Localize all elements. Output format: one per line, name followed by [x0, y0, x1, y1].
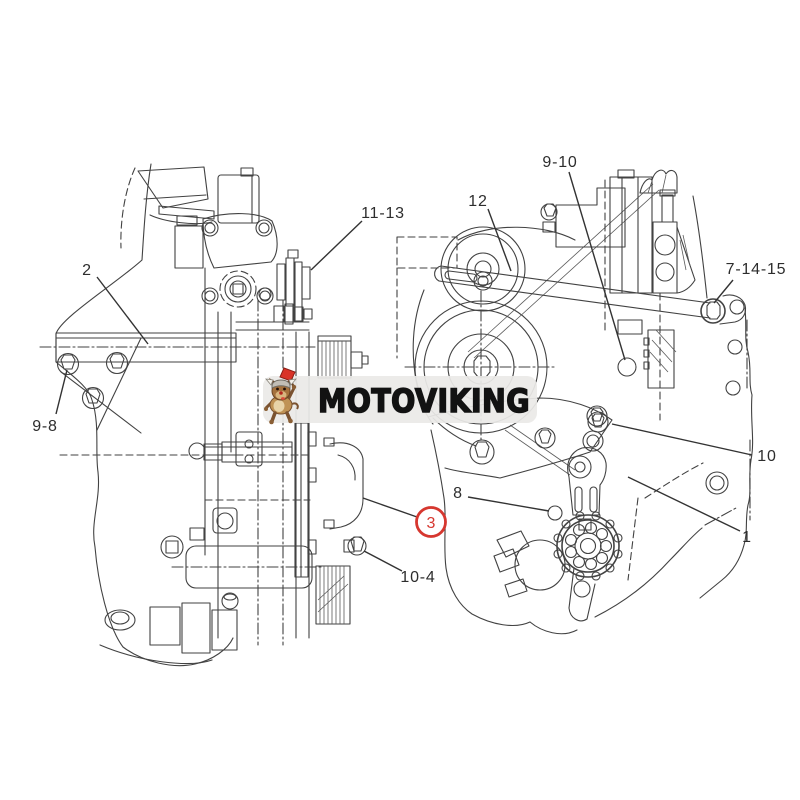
- callout-12-label: 12: [468, 193, 487, 210]
- ribbed-belt-section-lower: [315, 565, 351, 625]
- callout-10: 10: [611, 423, 776, 465]
- callout-9-10-label: 9-10: [542, 154, 577, 171]
- watermark: MOTOVIKING: [263, 367, 537, 425]
- lower-bracket: [427, 397, 613, 479]
- callout-11-13-label: 11-13: [361, 205, 405, 222]
- callout-9-8: 9-8: [32, 369, 68, 435]
- right-mount-plate: [692, 195, 754, 599]
- callout-2-label: 2: [82, 262, 92, 279]
- right-assembly-drawing: [396, 169, 754, 635]
- tensioner-bolt-10-4: [343, 536, 367, 556]
- callout-12: 12: [468, 193, 512, 272]
- callout-8: 8: [453, 485, 550, 512]
- callout-11-13: 11-13: [310, 205, 405, 271]
- left-assembly-drawing: [39, 163, 369, 667]
- watermark-brand-text: MOTOVIKING: [318, 382, 530, 420]
- callout-9-10: 9-10: [542, 154, 626, 361]
- callout-1-label: 1: [742, 529, 752, 546]
- callout-10-4-label: 10-4: [400, 569, 435, 586]
- idler-pulley-stack: [258, 249, 313, 325]
- callout-3-label: 3: [427, 515, 436, 532]
- pump-cylinder: [160, 507, 323, 610]
- callout-7-14-15-label: 7-14-15: [726, 261, 787, 278]
- ribbed-belt-section-upper: [317, 335, 369, 379]
- watermark-band: [263, 376, 537, 423]
- callout-8-label: 8: [453, 485, 463, 502]
- callout-3-highlighted: 3: [362, 497, 447, 538]
- mounting-bracket-part2: [39, 332, 316, 434]
- callout-10-label: 10: [757, 448, 776, 465]
- callout-1: 1: [627, 476, 752, 546]
- belt-tensioner: [547, 447, 623, 622]
- roller-bolts: [201, 219, 274, 305]
- callouts: 2 11-13 9-8 12 9-10 7-14-15 10 8: [32, 154, 787, 586]
- callout-3-red-circle: [415, 506, 447, 538]
- callout-2: 2: [82, 262, 149, 345]
- callout-10-4: 10-4: [363, 550, 435, 586]
- viking-dog-mascot-icon: [264, 367, 299, 425]
- callout-9-8-label: 9-8: [32, 418, 58, 435]
- upper-pulley: [440, 226, 526, 312]
- callout-7-14-15: 7-14-15: [713, 261, 787, 304]
- brace-rod: [434, 265, 747, 325]
- center-block: [540, 169, 696, 452]
- hose-clamp: [493, 530, 566, 598]
